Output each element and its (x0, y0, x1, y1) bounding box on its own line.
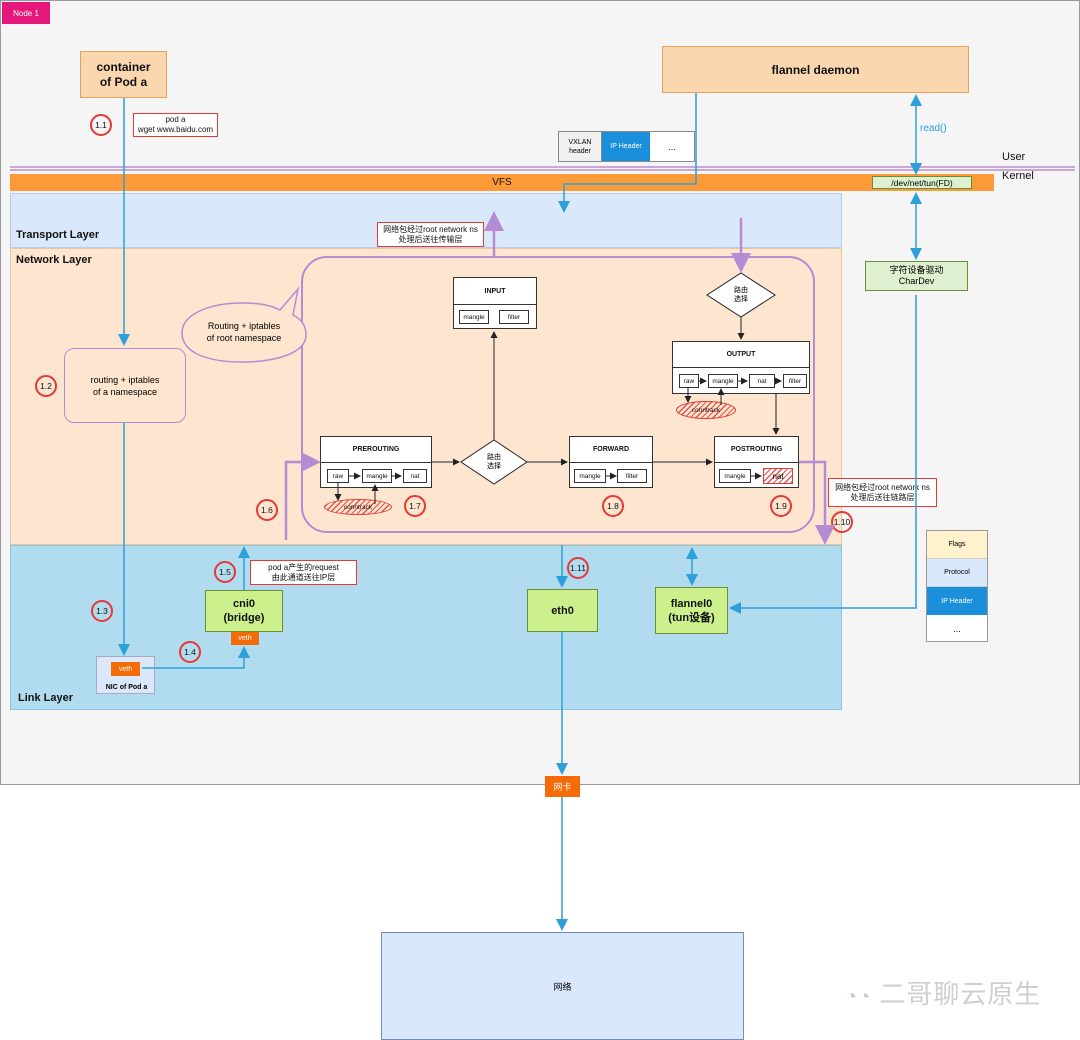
step-1-2: 1.2 (35, 375, 57, 397)
packet-side-flags: Flags (927, 531, 987, 559)
packet-vxlan-header: VXLAN header (559, 132, 602, 161)
packet-side-protocol: Protocol (927, 559, 987, 587)
namespace-routing-box: routing + iptables of a namespace (64, 348, 186, 423)
output-conntrack: conntrack (676, 401, 736, 419)
nic-pod-a-label: NIC of Pod a (105, 683, 148, 691)
vfs-band: VFS (10, 174, 994, 191)
node-tag: Node 1 (2, 2, 50, 24)
step-1-9: 1.9 (770, 495, 792, 517)
output-filter: filter (783, 374, 807, 388)
root-bubble-text: Routing + iptables of root namespace (206, 321, 282, 343)
vfs-label: VFS (492, 177, 512, 188)
output-mangle: mangle (708, 374, 738, 388)
forward-filter: filter (617, 469, 647, 483)
dev-tun-box: /dev/net/tun(FD) (872, 176, 972, 189)
step-1-6: 1.6 (256, 499, 278, 521)
read-label: read() (920, 123, 947, 134)
watermark-text: 二哥聊云原生 (879, 979, 1042, 1009)
chain-prerouting-title: PREROUTING (352, 446, 400, 453)
note-1-5: pod a产生的request 由此通道送往IP层 (250, 560, 357, 585)
note-1-1: pod a wget www.baidu.com (133, 113, 218, 137)
prerouting-nat: nat (403, 469, 427, 483)
input-filter: filter (499, 310, 529, 324)
step-1-3: 1.3 (91, 600, 113, 622)
flannel-daemon: flannel daemon (662, 46, 969, 93)
chain-input: INPUT mangle filter (453, 277, 537, 329)
output-nat: nat (749, 374, 775, 388)
network-layer-label: Network Layer (16, 254, 92, 266)
step-1-7: 1.7 (404, 495, 426, 517)
route-output-label: 路由 选择 (734, 287, 748, 303)
step-1-11: 1.11 (567, 557, 589, 579)
chain-postrouting: POSTROUTING mangle nat (714, 436, 799, 488)
chain-forward: FORWARD mangle filter (569, 436, 653, 488)
step-1-1: 1.1 (90, 114, 112, 136)
chardev-box: 字符设备驱动 CharDev (865, 261, 968, 291)
flannel0: flannel0 (tun设备) (655, 587, 728, 634)
chain-forward-title: FORWARD (592, 446, 630, 453)
packet-side: Flags Protocol IP Header ... (926, 530, 988, 642)
output-raw: raw (679, 374, 699, 388)
eth0: eth0 (527, 589, 598, 632)
packet-side-ip: IP Header (927, 587, 987, 615)
postrouting-nat: nat (763, 468, 793, 484)
transport-layer-label: Transport Layer (16, 229, 100, 241)
cni0-bridge: cni0 (bridge) (205, 590, 283, 632)
packet-ip-header: IP Header (602, 132, 650, 161)
link-layer-label: Link Layer (18, 692, 74, 704)
network-box: 网络 (381, 932, 744, 1040)
prerouting-raw: raw (327, 469, 349, 483)
forward-mangle: mangle (574, 469, 606, 483)
route-main-label: 路由 选择 (487, 454, 501, 470)
nic-card: 网卡 (545, 776, 580, 797)
pod-veth: veth (111, 662, 140, 676)
nic-pod-a: veth NIC of Pod a (96, 656, 155, 694)
input-mangle: mangle (459, 310, 489, 324)
packet-top: VXLAN header IP Header ... (558, 131, 695, 162)
chain-output: OUTPUT raw mangle nat filter (672, 341, 810, 394)
step-1-4: 1.4 (179, 641, 201, 663)
watermark: ◔◔ 二哥聊云原生 (845, 974, 1041, 1011)
note-link: 网络包经过root network ns 处理后送往链路层 (828, 478, 937, 507)
container-pod-a: container of Pod a (80, 51, 167, 98)
note-transport: 网络包经过root network ns 处理后送往传输层 (377, 222, 484, 247)
step-1-8: 1.8 (602, 495, 624, 517)
prerouting-mangle: mangle (362, 469, 392, 483)
wechat-icon: ◔◔ (845, 986, 872, 1008)
step-1-5: 1.5 (214, 561, 236, 583)
postrouting-mangle: mangle (719, 469, 751, 483)
cni0-veth: veth (231, 632, 259, 645)
user-label: User (1002, 151, 1026, 163)
chain-prerouting: PREROUTING raw mangle nat (320, 436, 432, 488)
chain-output-title: OUTPUT (726, 351, 756, 358)
step-1-10: 1.10 (831, 511, 853, 533)
chain-input-title: INPUT (484, 287, 506, 295)
packet-side-more: ... (953, 624, 961, 634)
kernel-label: Kernel (1002, 170, 1034, 182)
chain-postrouting-title: POSTROUTING (730, 446, 783, 453)
packet-more: ... (668, 141, 676, 152)
prerouting-conntrack: conntrack (324, 499, 392, 515)
